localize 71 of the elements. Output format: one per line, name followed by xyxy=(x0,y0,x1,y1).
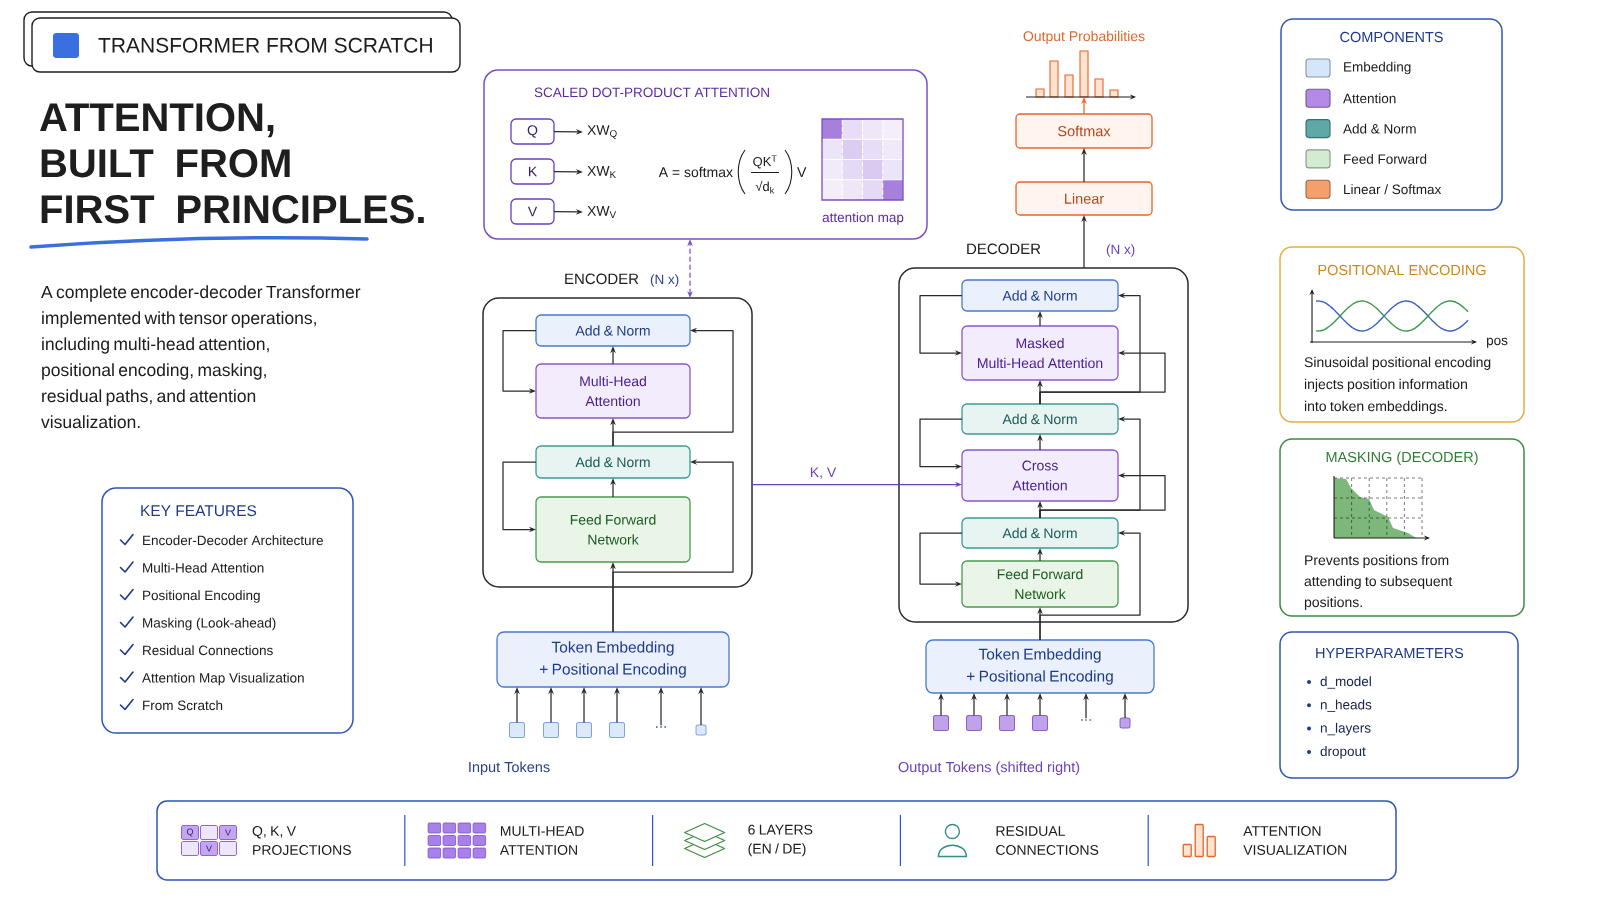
list-item: Residual Connections xyxy=(143,645,273,656)
add-norm-box: Add & Norm xyxy=(961,517,1119,549)
list-item: From Scratch xyxy=(143,700,223,711)
title-badge: TRANSFORMER FROM SCRATCH xyxy=(23,11,461,73)
linear-box: Linear xyxy=(1015,181,1153,216)
math-label: XW$_{K}$ xyxy=(587,166,616,178)
ellipsis-text: ... xyxy=(656,726,666,728)
edge-label: K, V xyxy=(807,465,839,481)
feed-forward-box: Feed Forward Network xyxy=(961,560,1119,608)
feature-label: RESIDUAL CONNECTIONS xyxy=(996,826,1099,855)
description-text: A complete encoder-decoder Transformer implemented with tensor operations, including multi-head attention, positional encoding, masking, residual paths, and attention visualization. xyxy=(41,285,361,429)
list-item: n_heads xyxy=(1320,699,1372,712)
add-norm-box: Add & Norm xyxy=(535,445,691,479)
axis-label: pos xyxy=(1487,337,1508,348)
feature-label: Q, K, V PROJECTIONS xyxy=(252,826,351,855)
list-item: Encoder-Decoder Architecture xyxy=(143,535,323,546)
list-item: Attention Map Visualization xyxy=(142,672,304,686)
block-heading: DECODER xyxy=(967,243,1041,255)
feature-label: ATTENTION VISUALIZATION xyxy=(1243,826,1347,855)
formula-text: V xyxy=(797,167,807,177)
panel-heading: MASKING (DECODER) xyxy=(1326,451,1478,465)
formula-numerator: QK$^{T}$ xyxy=(753,155,777,169)
letter-box: Q xyxy=(510,118,555,145)
softmax-box: Softmax xyxy=(1015,113,1153,149)
list-item: d_model xyxy=(1320,676,1371,689)
math-label: XW$_{Q}$ xyxy=(587,125,617,139)
repeat-label: (N x) xyxy=(650,274,679,287)
token-caption: Input Tokens xyxy=(469,761,550,775)
icon-letter: V xyxy=(206,845,212,852)
feature-label: 6 LAYERS (EN / DE) xyxy=(748,824,813,857)
feature-label: MULTI-HEAD ATTENTION xyxy=(499,826,584,855)
letter-box: V xyxy=(510,198,555,225)
icon-letter: Q xyxy=(186,828,194,837)
embedding-box: Token Embedding + Positional Encoding xyxy=(925,639,1155,694)
add-norm-box: Add & Norm xyxy=(961,279,1119,312)
panel-heading: SCALED DOT-PRODUCT ATTENTION xyxy=(534,87,769,98)
list-item: Positional Encoding xyxy=(143,590,260,603)
legend-text: Feed Forward xyxy=(1344,153,1427,164)
list-item: dropout xyxy=(1320,746,1366,759)
embedding-box: Token Embedding + Positional Encoding xyxy=(496,631,730,688)
panel-heading: HYPERPARAMETERS xyxy=(1316,647,1464,659)
panel-heading: POSITIONAL ENCODING xyxy=(1318,264,1486,276)
repeat-label: (N x) xyxy=(1106,244,1135,257)
legend-text: Attention xyxy=(1343,93,1396,104)
token-caption: Output Tokens (shifted right) xyxy=(898,761,1080,775)
panel-heading: KEY FEATURES xyxy=(141,505,257,517)
math-label: XW$_{V}$ xyxy=(587,206,617,218)
add-norm-box: Add & Norm xyxy=(961,403,1119,435)
legend-text: Add & Norm xyxy=(1343,123,1416,134)
title-heading: ATTENTION, BUILT FROM FIRST PRINCIPLES. xyxy=(40,103,424,224)
formula-denominator: √d$_{k}$ xyxy=(755,180,775,194)
attention-box: Cross Attention xyxy=(961,449,1119,502)
list-item: Masking (Look-ahead) xyxy=(143,617,276,631)
attention-box: Multi-Head Attention xyxy=(535,363,691,419)
ellipsis-text: ... xyxy=(1081,719,1091,721)
icon-letter: V xyxy=(225,829,231,836)
list-item: Multi-Head Attention xyxy=(143,562,264,573)
legend-text: Embedding xyxy=(1344,61,1411,75)
panel-heading: COMPONENTS xyxy=(1340,31,1443,43)
attention-box: Masked Multi-Head Attention xyxy=(961,325,1119,381)
block-heading: ENCODER xyxy=(565,273,639,285)
panel-text: Sinusoidal positional encoding injects position information into token embeddings. xyxy=(1304,356,1491,414)
add-norm-box: Add & Norm xyxy=(535,314,691,347)
feed-forward-box: Feed Forward Network xyxy=(535,496,691,563)
grid-caption: attention map xyxy=(822,212,904,225)
list-item: n_layers xyxy=(1320,722,1371,736)
panel-text: Prevents positions from attending to subsequent positions. xyxy=(1304,554,1453,610)
legend-text: Linear / Softmax xyxy=(1344,184,1442,195)
chart-title: Output Probabilities xyxy=(1023,30,1145,44)
formula-text: A = softmax xyxy=(658,166,733,178)
letter-box: K xyxy=(510,158,555,185)
